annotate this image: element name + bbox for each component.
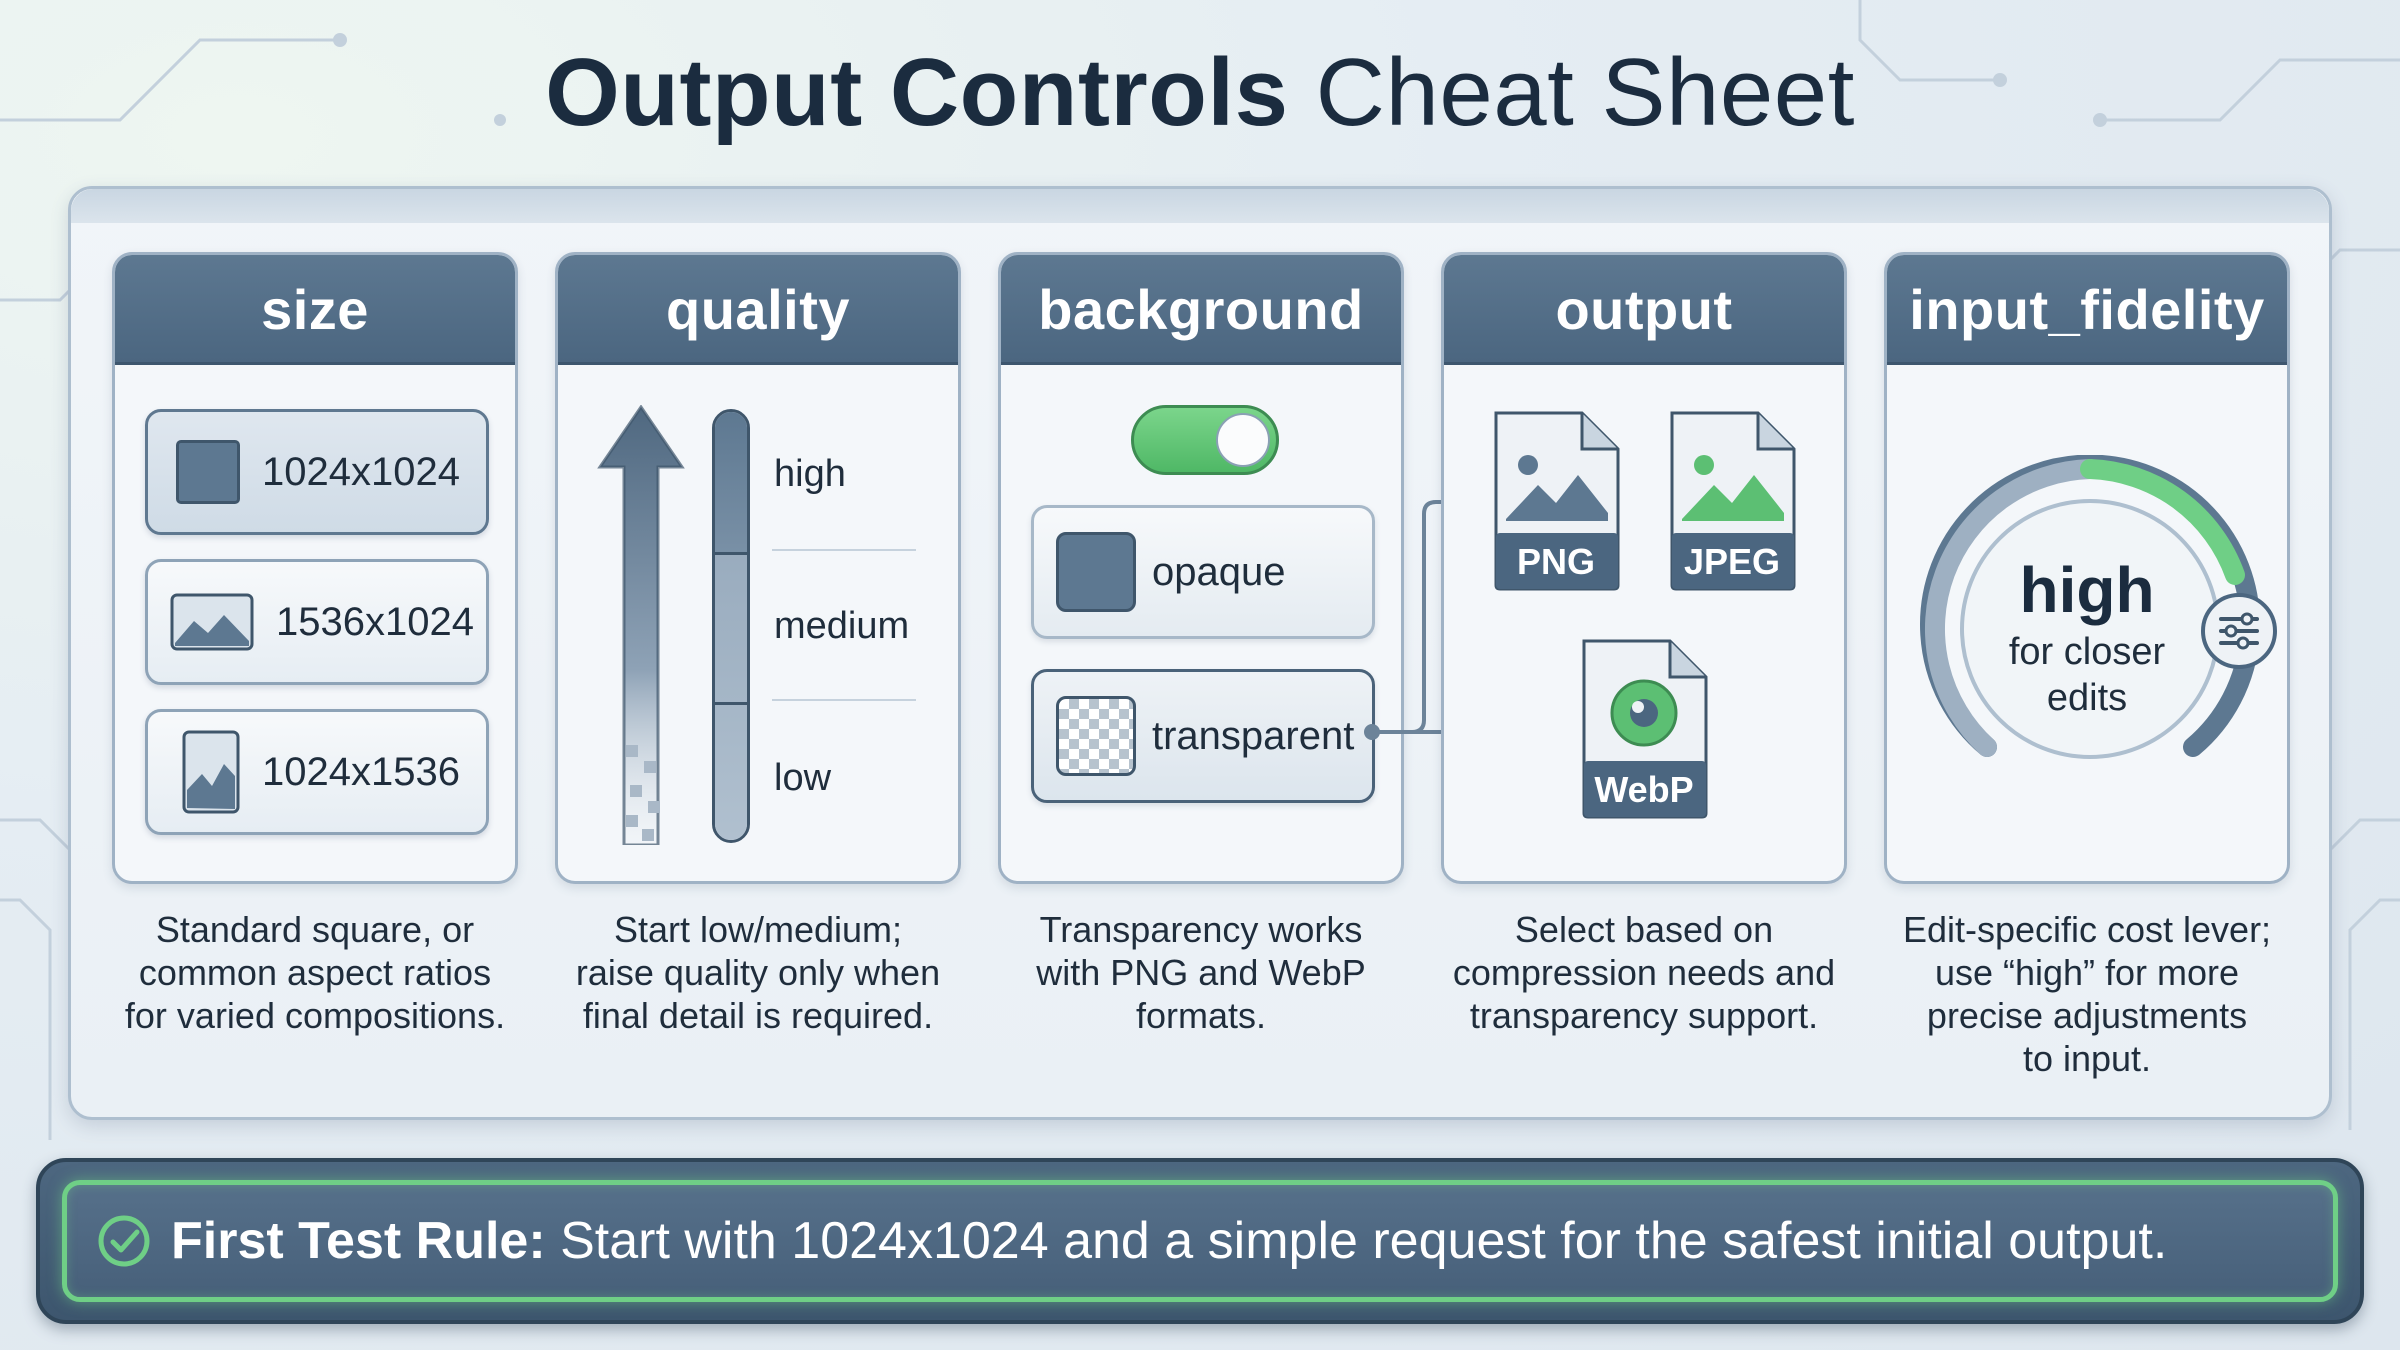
- png-format[interactable]: PNG: [1490, 409, 1622, 593]
- jpeg-format[interactable]: JPEG: [1666, 409, 1798, 593]
- size-card-header: size: [115, 255, 515, 365]
- caption-line: final detail is required.: [582, 995, 934, 1036]
- quality-divider: [772, 549, 916, 551]
- caption-line: Select based on: [1514, 909, 1774, 950]
- jpeg-file-icon: [1670, 411, 1796, 591]
- sliders-icon[interactable]: [2199, 591, 2279, 671]
- caption-line: to input.: [2022, 1038, 2152, 1079]
- caption-line: common aspect ratios: [138, 952, 492, 993]
- caption-line: Start low/medium;: [613, 909, 903, 950]
- background-toggle[interactable]: [1131, 405, 1279, 475]
- input-fidelity-card: input_fidelity high for closer edits: [1884, 252, 2290, 884]
- webp-format[interactable]: WebP: [1578, 637, 1710, 821]
- fidelity-subtext-line: for closer: [2008, 631, 2166, 673]
- size-caption: Standard square, or common aspect ratios…: [112, 908, 518, 1037]
- png-file-icon: [1494, 411, 1620, 591]
- input-fidelity-caption: Edit-specific cost lever; use “high” for…: [1884, 908, 2290, 1080]
- landscape-image-icon: [170, 593, 254, 651]
- size-option-label: 1024x1024: [262, 449, 460, 494]
- quality-level-low[interactable]: low: [774, 757, 832, 799]
- size-option-1024x1024[interactable]: 1024x1024: [145, 409, 489, 535]
- background-option-transparent[interactable]: transparent: [1031, 669, 1375, 803]
- fidelity-subtext: for closer edits: [1887, 629, 2287, 721]
- input-fidelity-card-header: input_fidelity: [1887, 255, 2287, 365]
- size-option-label: 1536x1024: [276, 599, 474, 644]
- quality-slider-high-segment: [715, 412, 747, 552]
- caption-line: with PNG and WebP: [1036, 952, 1366, 993]
- caption-line: formats.: [1135, 995, 1267, 1036]
- output-caption: Select based on compression needs and tr…: [1441, 908, 1847, 1037]
- background-option-label: transparent: [1152, 713, 1355, 758]
- check-circle-icon: [98, 1215, 150, 1267]
- quality-caption: Start low/medium; raise quality only whe…: [555, 908, 961, 1037]
- opaque-swatch-icon: [1056, 532, 1136, 612]
- fidelity-subtext-line: edits: [2046, 677, 2128, 719]
- caption-line: precise adjustments: [1926, 995, 2248, 1036]
- up-arrow-icon: [597, 405, 685, 845]
- caption-line: compression needs and: [1452, 952, 1836, 993]
- caption-line: Standard square, or: [155, 909, 475, 950]
- rule-body: Start with 1024x1024 and a simple reques…: [560, 1212, 2168, 1270]
- quality-level-medium[interactable]: medium: [774, 605, 910, 647]
- title-bold: Output Controls: [545, 39, 1289, 146]
- webp-file-icon: [1582, 639, 1708, 819]
- background-caption: Transparency works with PNG and WebP for…: [998, 908, 1404, 1037]
- caption-line: transparency support.: [1469, 995, 1819, 1036]
- fidelity-value: high: [2019, 554, 2155, 626]
- webp-label: WebP: [1594, 769, 1694, 810]
- quality-slider-divider: [715, 702, 747, 705]
- quality-slider-divider: [715, 552, 747, 555]
- caption-line: for varied compositions.: [124, 995, 506, 1036]
- background-option-opaque[interactable]: opaque: [1031, 505, 1375, 639]
- caption-line: Transparency works: [1039, 909, 1363, 950]
- size-option-label: 1024x1536: [262, 749, 460, 794]
- quality-divider: [772, 699, 916, 701]
- background-card: background opaque transparent: [998, 252, 1404, 884]
- caption-line: use “high” for more: [1934, 952, 2240, 993]
- output-card-header: output: [1444, 255, 1844, 365]
- square-shape-icon: [176, 440, 240, 504]
- jpeg-label: JPEG: [1683, 541, 1781, 582]
- png-label: PNG: [1516, 541, 1595, 582]
- quality-slider[interactable]: [712, 409, 750, 843]
- output-card: output PNG JPEG: [1441, 252, 1847, 884]
- background-option-label: opaque: [1152, 549, 1286, 594]
- size-option-1024x1536[interactable]: 1024x1536: [145, 709, 489, 835]
- checkerboard-icon: [1056, 696, 1136, 776]
- rule-label: First Test Rule:: [171, 1212, 546, 1270]
- caption-line: Edit-specific cost lever;: [1902, 909, 2272, 950]
- caption-line: raise quality only when: [575, 952, 941, 993]
- quality-card: quality high medium: [555, 252, 961, 884]
- quality-card-header: quality: [558, 255, 958, 365]
- portrait-image-icon: [182, 730, 240, 814]
- quality-level-high[interactable]: high: [774, 453, 846, 495]
- size-option-1536x1024[interactable]: 1536x1024: [145, 559, 489, 685]
- rule-banner: First Test Rule: Start with 1024x1024 an…: [62, 1180, 2338, 1302]
- toggle-knob: [1216, 413, 1270, 467]
- size-card: size 1024x1024 1536x1024 1024x1536: [112, 252, 518, 884]
- background-card-header: background: [1001, 255, 1401, 365]
- page-title: Output Controls Cheat Sheet: [0, 38, 2400, 148]
- rule-text: First Test Rule: Start with 1024x1024 an…: [171, 1211, 2167, 1271]
- title-light: Cheat Sheet: [1315, 39, 1855, 146]
